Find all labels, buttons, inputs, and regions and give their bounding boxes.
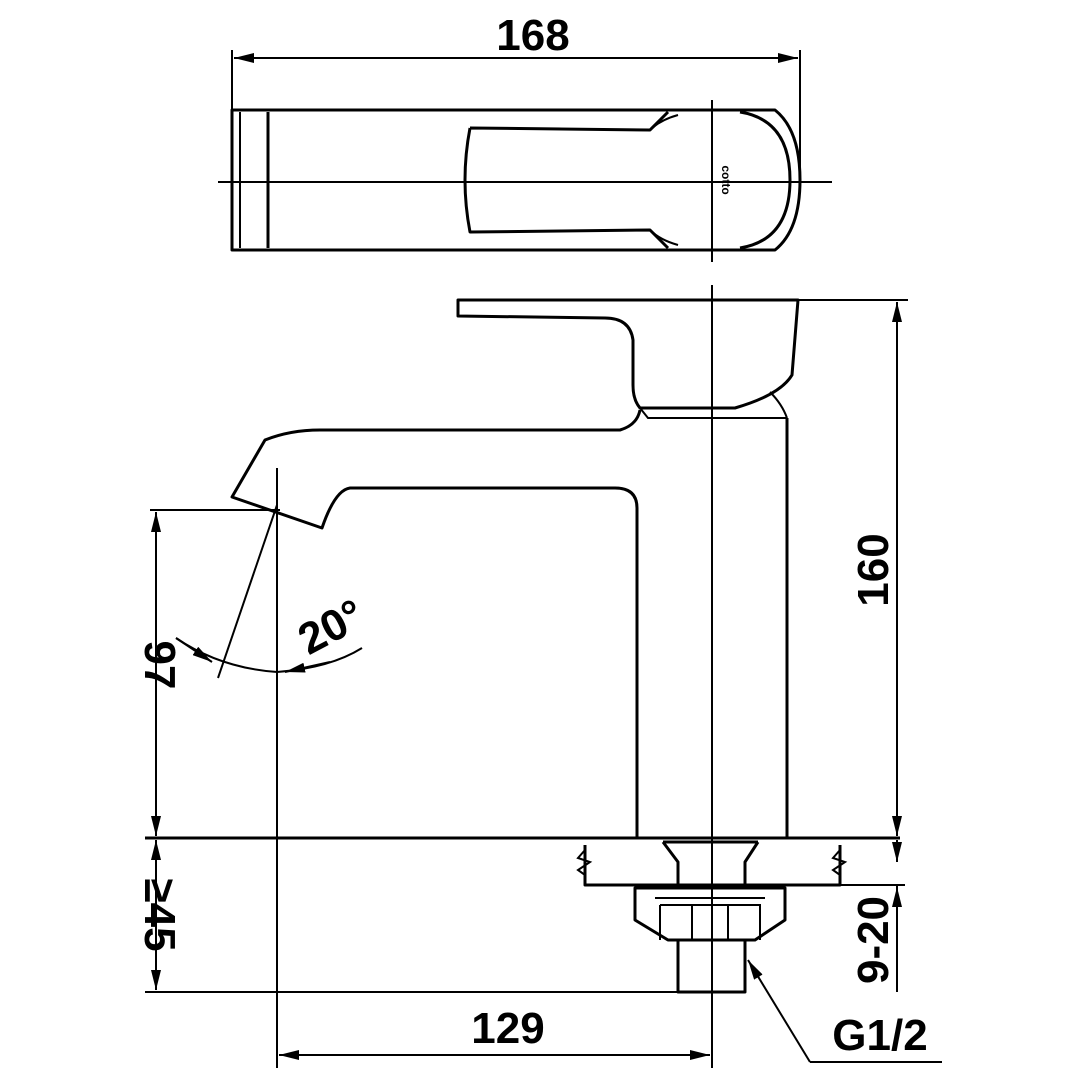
dimension-168: 168 (496, 11, 569, 60)
dimension-height-total: 160 (798, 299, 908, 836)
dimension-9-20: 9-20 (849, 896, 898, 984)
logo-text: cotto (719, 165, 733, 194)
dimension-deck-thickness: 9-20 (840, 840, 905, 992)
dimension-spout-angle: 20° (175, 504, 372, 679)
dimension-45: ≥45 (135, 878, 184, 951)
dimension-spout-height: 97 (135, 509, 280, 836)
dimension-160: 160 (849, 533, 898, 606)
dimension-width-total: 168 (231, 11, 801, 180)
thread-callout: G1/2 (747, 959, 942, 1063)
dimension-spout-reach: 129 (279, 1004, 710, 1060)
dimension-129: 129 (471, 1004, 544, 1053)
top-view: cotto (218, 100, 832, 262)
side-view (145, 285, 900, 1068)
thread-g1-2: G1/2 (832, 1011, 927, 1060)
dimension-deck-clearance: ≥45 (135, 840, 184, 990)
dimension-97: 97 (135, 641, 184, 690)
dimension-20-deg: 20° (290, 590, 372, 665)
